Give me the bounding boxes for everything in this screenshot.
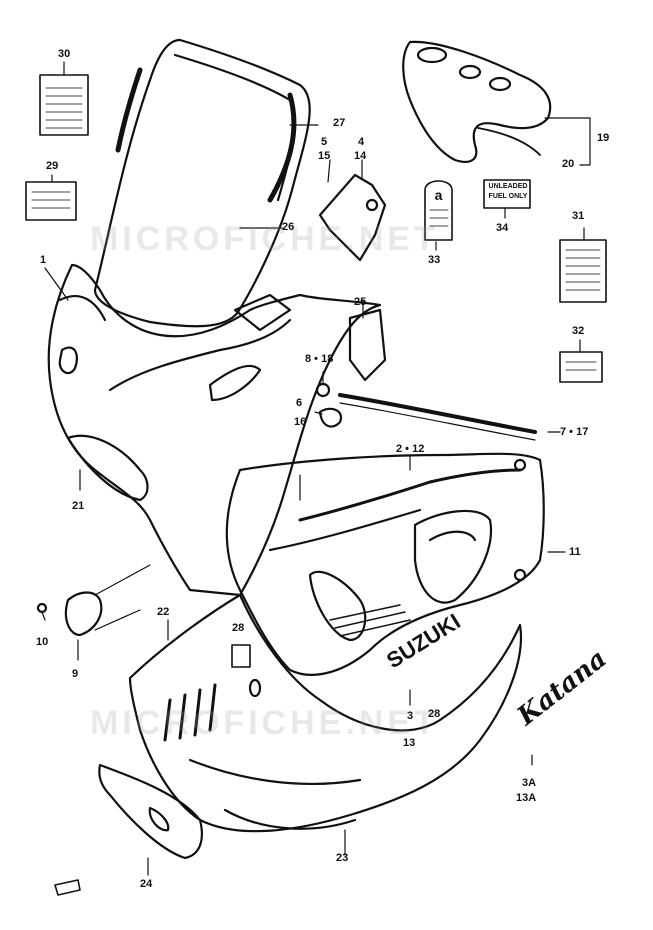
callout-22: 22 [157, 606, 170, 618]
fastener-upper [513, 458, 527, 472]
screw-10 [36, 602, 48, 614]
fastener-lower [513, 568, 527, 582]
windscreen-trim-right [267, 92, 297, 203]
decal-32 [559, 351, 603, 383]
callout-3: 3 [407, 710, 414, 722]
trim-strip [338, 393, 537, 434]
callout-26: 26 [282, 221, 295, 233]
cover-9 [64, 591, 103, 637]
decal-31 [559, 239, 607, 303]
decal-29 [25, 181, 77, 221]
callout-21: 21 [72, 500, 85, 512]
callout-5: 5 [321, 136, 328, 148]
air-duct-25 [348, 308, 387, 382]
mirror-panel [233, 293, 292, 332]
callout-9: 9 [72, 668, 79, 680]
under-tray-slot [148, 806, 170, 832]
cowling-vent [208, 364, 262, 402]
trim-strip-edge [339, 402, 536, 441]
gauge-opening-1 [416, 46, 448, 64]
callout-34: 34 [496, 222, 509, 234]
bracket-4 [318, 173, 387, 262]
bracket-hole [365, 198, 379, 212]
callout-31: 31 [572, 210, 585, 222]
headlight-lens [58, 346, 79, 375]
callout-24: 24 [140, 878, 153, 890]
lower-cowling-edge [188, 758, 362, 786]
decal-30 [39, 74, 89, 136]
leader-lines [41, 61, 591, 876]
upper-cowling [47, 263, 382, 597]
callout-13a: 13A [516, 792, 537, 804]
callout-6: 6 [296, 397, 303, 409]
side-panel [66, 434, 149, 502]
fuel-decal-line2: FUEL ONLY [488, 193, 528, 200]
small-decal-28 [231, 644, 251, 668]
leader-9 [94, 564, 151, 631]
callout-2-12: 2 • 12 [396, 443, 425, 455]
middle-cowling [225, 452, 545, 676]
lower-cowling [128, 593, 522, 833]
middle-cowling-stripe-2 [268, 508, 422, 552]
callout-10: 10 [36, 636, 49, 648]
fuel-decal-line1: UNLEADED [488, 183, 528, 190]
callout-23: 23 [336, 852, 349, 864]
callout-25: 25 [354, 296, 367, 308]
clip-6 [318, 407, 343, 428]
under-tray [98, 763, 203, 860]
callout-11: 11 [569, 546, 581, 558]
middle-cowling-stripe [298, 468, 522, 522]
callout-13: 13 [403, 737, 416, 749]
callout-28-upper: 28 [232, 622, 245, 634]
callout-27: 27 [333, 117, 346, 129]
badge-letter: a [434, 187, 443, 203]
windscreen-inner-edge [173, 53, 296, 202]
washer-small [54, 879, 81, 896]
decal-33 [424, 180, 453, 241]
watermark-top: MICROFICHE.NET [90, 220, 439, 258]
windscreen [93, 38, 311, 328]
callout-32: 32 [572, 325, 585, 337]
callout-28-lower: 28 [428, 708, 441, 720]
callout-14: 14 [354, 150, 367, 162]
callout-19: 19 [597, 132, 610, 144]
windscreen-trim [115, 67, 143, 153]
callout-3a: 3A [522, 777, 537, 789]
cowling-grille [329, 604, 411, 637]
callout-8-18: 8 • 18 [305, 353, 334, 365]
side-vent-inner [428, 530, 477, 542]
watermark-bottom: MICROFICHE.NET [90, 704, 439, 742]
callout-7-17: 7 • 17 [560, 426, 589, 438]
grommet [315, 382, 331, 398]
meter-bracket [477, 127, 541, 156]
side-vent [413, 509, 493, 604]
mount-hole [248, 678, 262, 698]
cowling-inner-line [108, 318, 292, 392]
lower-cowling-louvers [163, 683, 217, 742]
callout-20: 20 [562, 158, 575, 170]
gauge-opening-2 [458, 64, 482, 80]
lower-cowling-lip [223, 808, 357, 830]
callout-33: 33 [428, 254, 441, 266]
callout-29: 29 [46, 160, 59, 172]
callout-4: 4 [358, 136, 365, 148]
gauge-opening-3 [488, 76, 512, 92]
duct-opening [308, 570, 367, 642]
callout-15: 15 [318, 150, 331, 162]
cowling-edge [58, 294, 107, 322]
callout-30: 30 [58, 48, 71, 60]
callout-16: 16 [294, 416, 307, 428]
meter-panel [402, 40, 552, 163]
callout-1: 1 [40, 254, 47, 266]
decal-34 [483, 179, 531, 209]
